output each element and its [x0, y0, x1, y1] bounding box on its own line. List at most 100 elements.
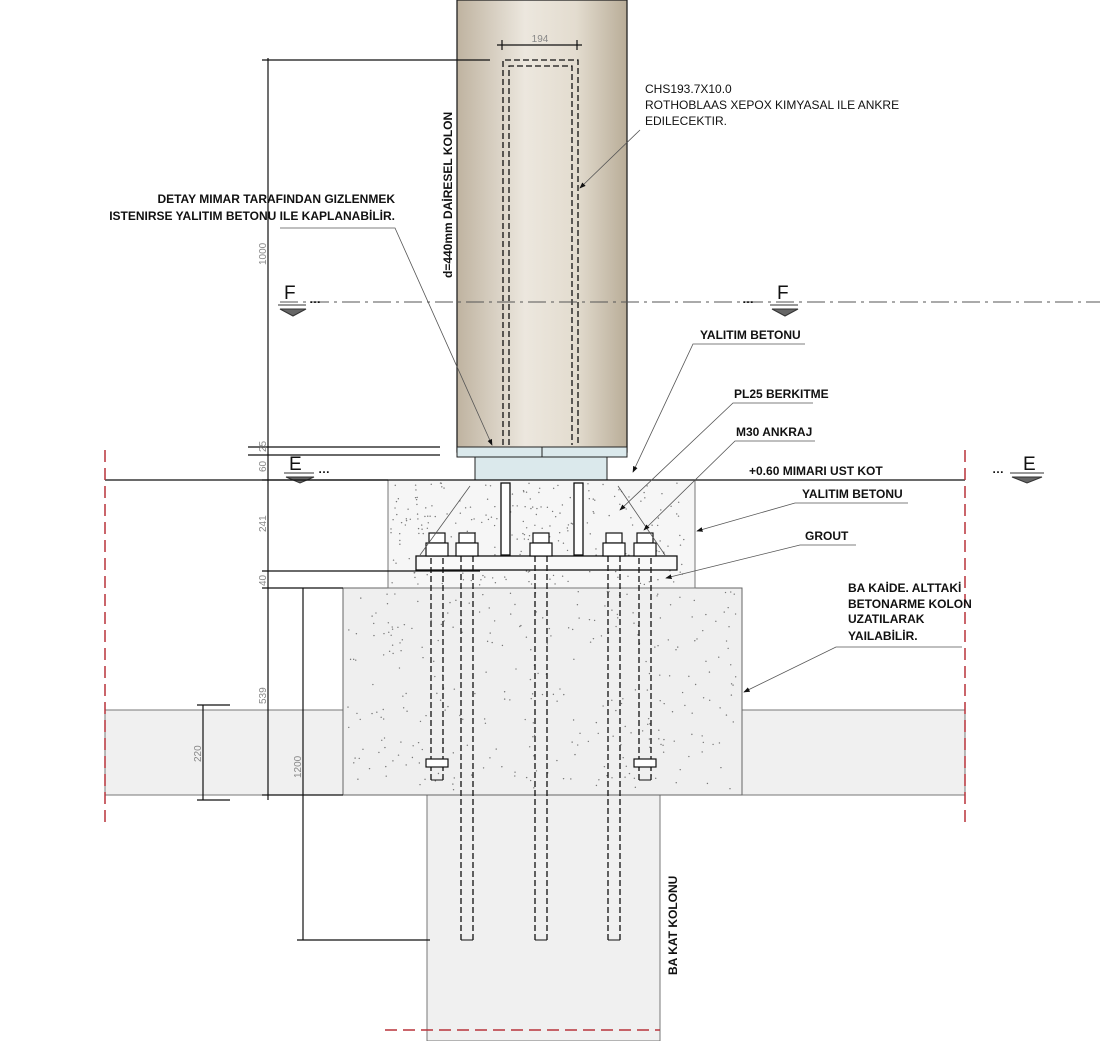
hatch-dot [727, 606, 729, 609]
hatch-dot [407, 508, 409, 510]
hatch-dot [663, 702, 665, 705]
dim-1000: 1000 [258, 242, 269, 265]
hatch-dot [402, 695, 404, 697]
hatch-dot [439, 699, 442, 701]
hatch-dot [549, 578, 551, 580]
hatch-dot [533, 734, 536, 737]
plate-infill [474, 456, 608, 481]
anchor-bolt [529, 532, 553, 941]
hatch-dot [455, 599, 457, 602]
hatch-dot [417, 741, 420, 744]
hatch-dot [702, 697, 705, 699]
hatch-dot [644, 497, 646, 499]
hatch-dot [399, 532, 401, 535]
hatch-dot [561, 575, 564, 577]
hatch-dot [640, 500, 642, 502]
hatch-dot [400, 521, 403, 524]
hatch-dot [672, 581, 675, 583]
hatch-dot [494, 581, 497, 584]
hatch-dot [496, 518, 498, 520]
hatch-dot [405, 764, 407, 766]
hatch-dot [402, 707, 405, 709]
svg-text:PL25 BERKITME: PL25 BERKITME [734, 387, 829, 401]
hatch-dot [478, 611, 481, 613]
hatch-dot [515, 668, 517, 670]
hatch-dot [559, 512, 561, 514]
hatch-dot [419, 783, 421, 786]
hatch-dot [417, 518, 419, 520]
hatch-dot [625, 508, 627, 510]
hatch-dot [529, 779, 532, 782]
hatch-dot [382, 654, 385, 656]
hatch-dot [612, 735, 614, 737]
hatch-dot [425, 714, 427, 717]
hatch-dot [478, 584, 481, 586]
hatch-dot [494, 505, 496, 508]
svg-text:YALITIM BETONU: YALITIM BETONU [802, 487, 903, 501]
hatch-dot [646, 485, 648, 487]
hatch-dot [429, 515, 431, 517]
dim-40: 40 [258, 574, 269, 586]
hatch-dot [461, 631, 463, 633]
hatch-dot [552, 693, 555, 696]
hatch-dot [603, 765, 606, 768]
dim-220: 220 [193, 745, 204, 762]
hatch-dot [453, 688, 456, 690]
hatch-dot [395, 500, 398, 503]
hatch-dot [352, 658, 355, 661]
hatch-dot [522, 520, 525, 523]
dim-60: 60 [258, 460, 269, 472]
hatch-dot [538, 491, 540, 494]
hatch-dot [357, 778, 359, 780]
hatch-dot [529, 498, 531, 500]
svg-text:ROTHOBLAAS XEPOX KIMYASAL ILE: ROTHOBLAAS XEPOX KIMYASAL ILE ANKRE [645, 98, 899, 112]
svg-text:BETONARME KOLON: BETONARME KOLON [848, 597, 972, 611]
hatch-dot [531, 506, 534, 508]
hatch-dot [418, 532, 420, 535]
anchor-bolt [633, 532, 657, 781]
hatch-dot [589, 533, 591, 535]
hatch-dot [525, 570, 528, 572]
hatch-dot [532, 722, 535, 724]
hatch-dot [431, 505, 433, 507]
hatch-dot [520, 624, 522, 627]
hatch-dot [447, 705, 449, 708]
hatch-dot [464, 507, 467, 509]
hatch-dot [514, 775, 516, 777]
hatch-dot [552, 487, 555, 490]
hatch-dot [657, 645, 659, 647]
hatch-dot [528, 580, 530, 583]
hatch-dot [394, 484, 396, 487]
hatch-dot [633, 622, 635, 624]
hatch-dot [593, 619, 596, 622]
anchor-bolt [602, 532, 626, 941]
hatch-dot [578, 617, 580, 619]
hatch-dot [693, 599, 695, 602]
hatch-dot [576, 604, 579, 606]
hatch-dot [626, 593, 628, 595]
hatch-dot [696, 638, 698, 640]
hatch-dot [705, 660, 707, 663]
lower-column [426, 794, 661, 1041]
hatch-dot [567, 530, 569, 532]
note-chs: CHS193.7X10.0 ROTHOBLAAS XEPOX KIMYASAL … [579, 82, 899, 189]
hatch-dot [660, 509, 662, 511]
hatch-dot [409, 518, 411, 520]
hatch-dot [694, 640, 696, 642]
hatch-dot [437, 639, 439, 642]
hatch-dot [597, 732, 599, 735]
hatch-dot [415, 498, 418, 501]
hatch-dot [470, 774, 473, 776]
svg-text:…: … [318, 462, 330, 476]
hatch-dot [462, 718, 464, 721]
dim-1200: 1200 [293, 755, 304, 778]
hatch-dot [528, 746, 531, 748]
dim-194-line [497, 40, 582, 50]
hatch-dot [411, 627, 413, 630]
hatch-dot [446, 513, 448, 515]
hatch-dot [592, 510, 594, 513]
hatch-dot [520, 550, 522, 553]
hatch-dot [630, 732, 632, 734]
hatch-dot [606, 775, 608, 777]
column-label: d=440mm DAİRESEL KOLON [440, 112, 455, 278]
